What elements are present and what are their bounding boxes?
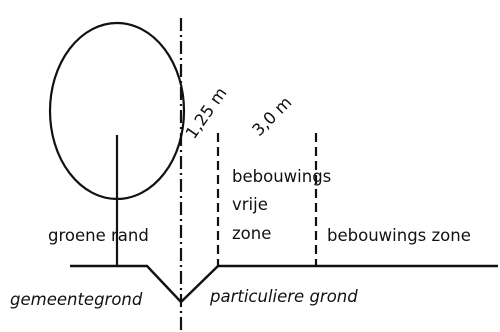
private-ground-label: particuliere grond	[209, 287, 358, 306]
green-edge-label: groene rand	[48, 226, 149, 245]
municipal-ground-label: gemeentegrond	[10, 290, 143, 309]
build-zone-label: bebouwings zone	[327, 226, 471, 245]
dimension-label-2: 3,0 m	[248, 93, 295, 140]
dimension-label-1: 1,25 m	[182, 84, 231, 142]
build-free-zone-label-line2: vrije	[232, 195, 268, 214]
build-free-zone-label-line1: bebouwings	[232, 167, 331, 186]
build-free-zone-label-line3: zone	[232, 224, 271, 243]
